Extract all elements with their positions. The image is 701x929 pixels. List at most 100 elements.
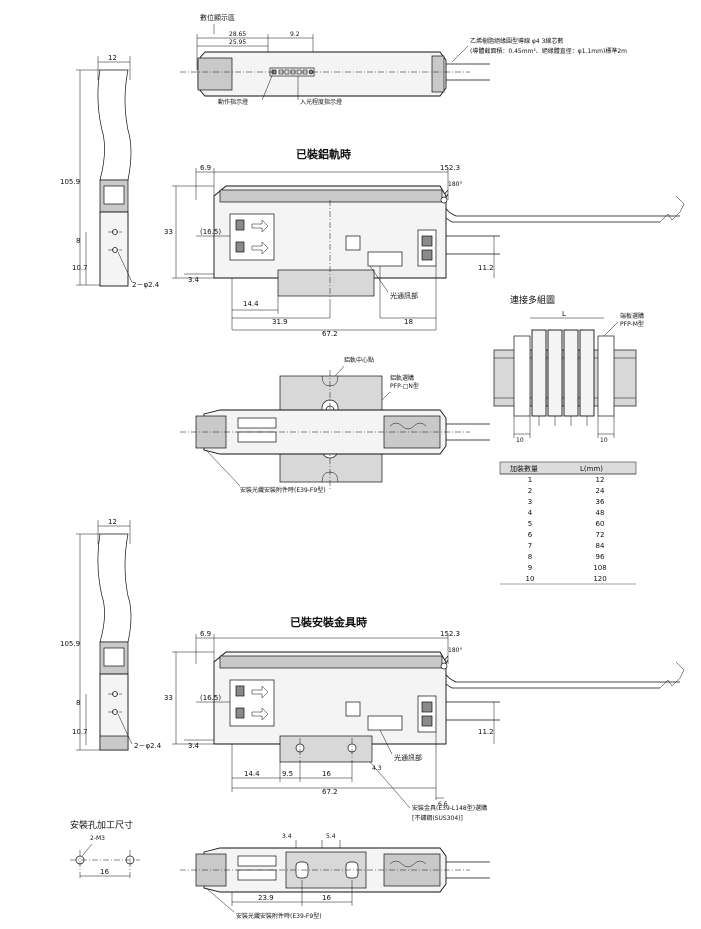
- side1-dim-8: 8: [76, 237, 80, 245]
- table-header-count: 加裝數量: [510, 464, 538, 473]
- side2-holes: 2－φ2.4: [134, 742, 162, 750]
- holes-m3-label: 2-M3: [90, 835, 105, 842]
- table-cell-count: 7: [528, 542, 532, 550]
- table-cell-count: 4: [528, 509, 533, 517]
- holes-title: 安裝孔加工尺寸: [70, 819, 133, 831]
- bracket-dim-33: 33: [164, 694, 173, 702]
- table-cell-L: 60: [596, 520, 605, 528]
- rail-angle-180: 180°: [448, 181, 462, 188]
- table-cell-count: 3: [528, 498, 532, 506]
- bracket-dim-9-5: 9.5: [282, 770, 293, 778]
- rail-dim-67-2: 67.2: [322, 330, 338, 338]
- top-view: 數位顯示區 28.65 9.2 25.95 乙烯樹脂絕緣圓型導線 φ4 3線芯數…: [180, 13, 627, 106]
- bracket-dim-6-9: 6.9: [200, 630, 211, 638]
- side1-height-105-9: 105.9: [60, 178, 80, 186]
- rail-section-title: 已裝鋁軌時: [296, 147, 351, 161]
- holes-dim-16: 16: [100, 868, 109, 876]
- rail-dim-11-2: 11.2: [478, 264, 494, 272]
- bottom-dim-3-4: 3.4: [282, 833, 292, 840]
- bracket-note-1: 安裝金具(E39-L148型)選購: [412, 804, 487, 812]
- bracket-dim-67-2: 67.2: [322, 788, 338, 796]
- mounting-holes-view: 安裝孔加工尺寸 2-M3 16: [70, 819, 140, 878]
- rail-light-pass-label: 光通訊部: [390, 291, 418, 300]
- table-header-L: L(mm): [580, 465, 603, 473]
- rail-option-label-1: 鋁軌選購: [390, 374, 414, 382]
- table-cell-L: 84: [596, 542, 605, 550]
- bottom-view: 3.4 5.4 23.9 16 安裝光纖安裝附件時(E39-F9型): [180, 833, 490, 920]
- side1-width-12: 12: [108, 54, 117, 62]
- end-plate-label-2: PFP-M型: [620, 320, 644, 328]
- bracket-dim-16-5: (16.5): [200, 694, 221, 702]
- table-cell-L: 12: [596, 476, 605, 484]
- side1-dim-10-7: 10.7: [72, 264, 88, 272]
- table-cell-count: 1: [528, 476, 532, 484]
- side2-height-105-9: 105.9: [60, 640, 80, 648]
- table-cell-L: 24: [596, 487, 605, 495]
- rail-dim-14-4: 14.4: [243, 300, 259, 308]
- multi-dim-L: L: [562, 310, 566, 318]
- rail-option-label-2: PFP-□N型: [390, 382, 419, 390]
- bracket-light-pass-label: 光通訊部: [394, 753, 422, 762]
- digit-display-label: 數位顯示區: [200, 13, 235, 22]
- rail-dim-3-4: 3.4: [188, 276, 200, 284]
- action-indicator-label: 動作指示燈: [218, 98, 248, 106]
- multi-modules: [513, 329, 615, 426]
- table-cell-L: 48: [596, 509, 605, 517]
- bottom-dim-16: 16: [322, 894, 331, 902]
- table-cell-L: 36: [596, 498, 605, 506]
- multi-dim-10-left: 10: [516, 437, 524, 444]
- table-rows: 1 12 2 24 3 36 4 48 5 60 6 72 7 84 8 96 9 108 10 120: [526, 476, 607, 583]
- bracket-mount-view: 已裝安裝金具時 6.9 152.3 180° 33: [164, 615, 685, 822]
- dim-28-65: 28.65: [229, 31, 246, 38]
- table-cell-L: 108: [593, 564, 606, 572]
- dim-25-95: 25.95: [229, 39, 246, 46]
- table-cell-count: 8: [528, 553, 532, 561]
- bottom-accessory-label: 安裝光纖安裝附件時(E39-F9型): [236, 912, 322, 920]
- rail-accessory-label: 安裝光纖安裝附件時(E39-F9型): [240, 486, 326, 494]
- bottom-dim-23-9: 23.9: [258, 894, 274, 902]
- dim-9-2: 9.2: [290, 31, 300, 38]
- multi-title: 連接多組圖: [510, 294, 555, 306]
- light-level-indicator-label: 入光程度指示燈: [300, 98, 342, 106]
- side2-width-12: 12: [108, 518, 117, 526]
- rail-center-label: 鋁軌中心點: [344, 356, 374, 364]
- rail-dim-16-5: (16.5): [200, 228, 221, 236]
- bracket-angle-180: 180°: [448, 647, 462, 654]
- table-cell-L: 72: [596, 531, 605, 539]
- table-cell-L: 120: [593, 575, 606, 583]
- side2-dim-8: 8: [76, 699, 80, 707]
- rail-dim-31-9: 31.9: [272, 318, 288, 326]
- bracket-dim-3-4: 3.4: [188, 742, 200, 750]
- cable-note-2: (導體截面積：0.45mm²、絕緣體直徑：φ1.1mm)標準2m: [470, 47, 627, 55]
- bracket-dim-11-2: 11.2: [478, 728, 494, 736]
- rail-dim-152-3: 152.3: [440, 164, 460, 172]
- cable-note-1: 乙烯樹脂絕緣圓型導線 φ4 3線芯數: [470, 37, 563, 45]
- table-cell-L: 96: [596, 553, 605, 561]
- end-plate-label-1: 端板選購: [620, 312, 644, 320]
- bracket-dim-16: 16: [322, 770, 331, 778]
- rail-mount-view: 已裝鋁軌時 6.9 152.3 180° 33 (: [164, 147, 685, 338]
- rail-dim-6-9: 6.9: [200, 164, 211, 172]
- side-view-2: 12 105.9 8 10.7 2－φ2.4: [60, 518, 162, 751]
- side1-holes: 2－φ2.4: [132, 281, 160, 289]
- table-cell-count: 2: [528, 487, 532, 495]
- bracket-section-title: 已裝安裝金具時: [290, 615, 367, 629]
- rail-dim-33: 33: [164, 228, 173, 236]
- side2-dim-10-7: 10.7: [72, 728, 88, 736]
- table-cell-count: 6: [528, 531, 533, 539]
- table-cell-count: 9: [528, 564, 532, 572]
- table-cell-count: 5: [528, 520, 532, 528]
- bracket-dim-152-3: 152.3: [440, 630, 460, 638]
- side-view-1: 12 105.9 8 10.7 2－φ2.4: [60, 54, 160, 289]
- rail-dim-18: 18: [404, 318, 413, 326]
- bracket-dim-4-3: 4.3: [372, 765, 382, 772]
- multi-connection-view: 連接多組圖 端板選購 PFP-M型 L 10 10: [493, 294, 644, 444]
- bracket-note-2: [不鏽鋼(SUS304)]: [412, 814, 463, 822]
- bracket-dim-6-6: 6.6: [438, 801, 448, 808]
- multi-dim-10-right: 10: [600, 437, 608, 444]
- rail-top-view: 鋁軌中心點 鋁軌選購 PFP-□N型 安裝光纖安裝附件時(E39-F9型): [180, 356, 490, 494]
- bottom-dim-5-4: 5.4: [326, 833, 336, 840]
- table-cell-count: 10: [526, 575, 535, 583]
